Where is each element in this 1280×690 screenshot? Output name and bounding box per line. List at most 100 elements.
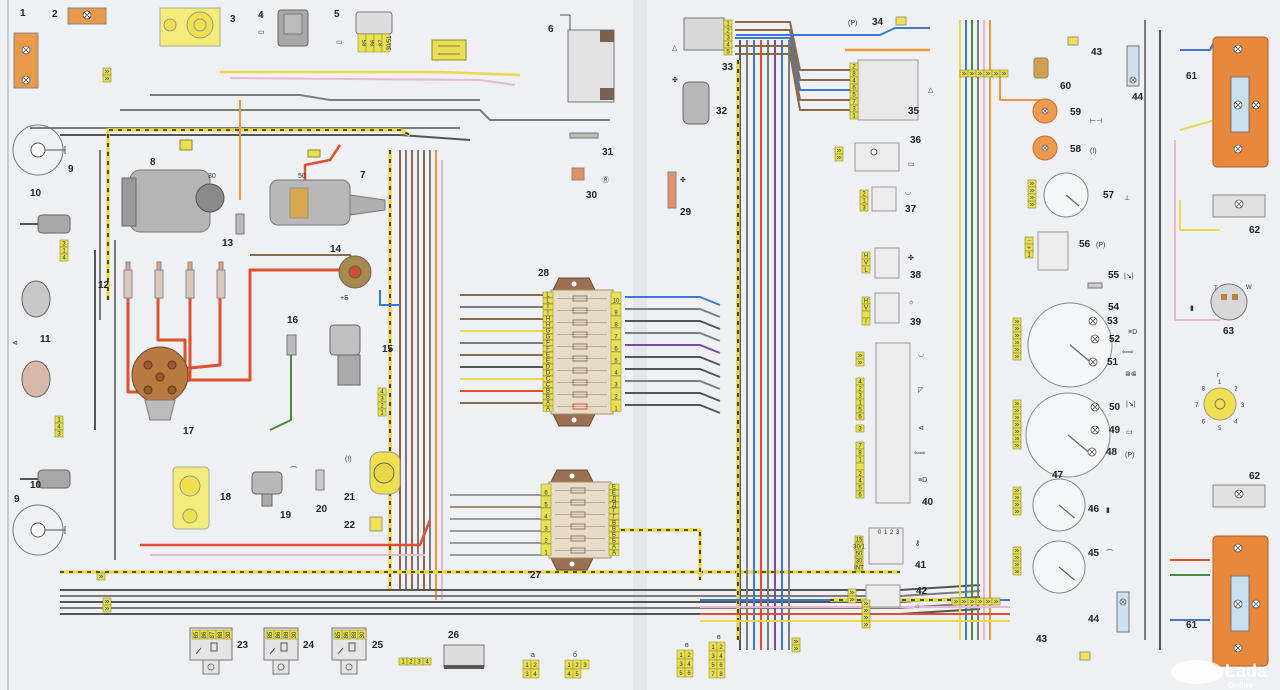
fuse-pin-left [542,315,554,322]
component-heater-motor [682,81,710,125]
relay-mount-hole [207,663,215,671]
component-label-parking-brake-relay: 56 [1079,239,1091,250]
component-label-interior-lamp: 44 [1088,614,1100,625]
component-lights-switch [874,292,900,324]
component-label-license-plate-lamp: 62 [1249,471,1261,482]
fuse-pin-right-label: E [612,491,616,497]
connector-legend-pin-label: 4 [719,654,723,660]
parking-brake-icon: (P) [1096,242,1105,249]
component-label-horns: 11 [40,334,51,345]
connector-pin [1024,250,1034,259]
fuse-pin-right [608,543,620,550]
fuse-pin-right-label: А [612,551,616,557]
wire [625,380,721,390]
fuse-pin-left-label: 6 [544,491,548,497]
ground-symbol-icon [560,14,571,30]
relay-mount [202,659,220,675]
connector-pin-label: 1 [57,418,61,424]
component-label-tachometer: 54 [1108,302,1120,313]
connector-pin-glyph [993,599,999,604]
wire [625,404,721,414]
connector-pin-glyph [1014,340,1020,345]
connector-pin-label: 4 [858,479,862,485]
component-label-parking-lights-indicator: 51 [1107,357,1119,368]
connector-pin-glyph [1014,429,1020,434]
component-hazard-switch [857,59,919,121]
connector-legend-pin [716,668,726,679]
connector-bottom-right [861,599,871,629]
sensor-terminal-W [1232,294,1238,300]
fuse-pin-left [542,405,554,412]
switch-body [1067,36,1079,46]
connector-pin-glyph [1014,488,1020,493]
sensor-body [286,334,297,356]
relay-contact [195,647,202,655]
component-label-spark-plugs: 12 [98,280,110,291]
component-label-relay-5: 5 [334,9,340,20]
connector-54 [1012,317,1022,361]
fuse-pin-left [542,375,554,382]
connector-36 [834,146,844,162]
key-icon: ⚷ [915,540,920,547]
connector-legend-pin-label: 2 [533,663,537,669]
fan-icon: ✤ [672,76,678,84]
fuse-pin-left-label: B [546,395,550,401]
connector-pin-glyph [836,155,842,160]
fuse-box-hole [571,417,577,423]
component-label-rear-wiper-switch: 37 [905,204,917,215]
connector-pin-label: 2 [852,65,856,71]
connector-pin-glyph [969,71,975,76]
connector-pin-glyph [836,148,842,153]
connector-pin-glyph [104,606,110,611]
lamp-battery-charge-indicator [1090,425,1100,435]
lamp-cross [1234,644,1242,652]
reservoir-cap [179,475,201,497]
switch-body [871,186,897,212]
component-label-headlamp: 9 [14,494,20,505]
lamp-turn-signal-indicator [1090,334,1100,344]
horn-body [21,280,51,318]
fuse-pin-right [610,351,622,364]
component-wiper-relay [443,644,485,669]
coil-terminal-label: +Б [340,295,349,302]
lamp-cross [1088,448,1096,456]
connector-legend-pin-label: 2 [719,645,723,651]
fuse-pin-right-label: 6 [614,347,618,353]
component-label-instrument-light-rheostat: 42 [916,586,928,597]
distributor-terminal [143,360,153,370]
fuse-pin-right-label: 9 [614,311,618,317]
round-connector-pin-label: 1 [1218,380,1222,386]
component-label-relay-24: 24 [303,640,315,651]
fuse-pin-left [542,381,554,388]
distributor-terminal [167,385,177,395]
spark-plug-2 [154,261,164,299]
component-label-sensor-31: 31 [602,147,614,158]
connector-pin-label: L [864,268,868,274]
battery-symbol-icon: ▭ [336,39,343,46]
wire [120,109,610,121]
connector-42 [847,588,857,604]
connector-pin-label: 3 [726,36,730,42]
connector-legend-pin-label: 5 [711,663,715,669]
brake-warning-icon: (!) [1090,148,1097,155]
connector-pin-label: 5 [858,408,862,414]
fuse-pin-left-label: H [546,323,550,329]
battery-terminal-top [600,30,614,42]
round-connector-pin-label: 4 [1234,419,1238,425]
component-label-ignition-switch: 41 [915,560,927,571]
wire [269,352,292,431]
relay-pin [381,33,391,53]
connector-pin-label: 3 [862,206,866,212]
relay-mount [340,659,358,675]
connector-legend-pin [580,659,590,670]
connector-pin-label: V [864,261,868,267]
spark-plug-tip [125,261,131,271]
horn-body [21,360,51,398]
component-label-coolant-temp-sensor: 16 [287,315,299,326]
component-headlamp-top [12,124,66,176]
